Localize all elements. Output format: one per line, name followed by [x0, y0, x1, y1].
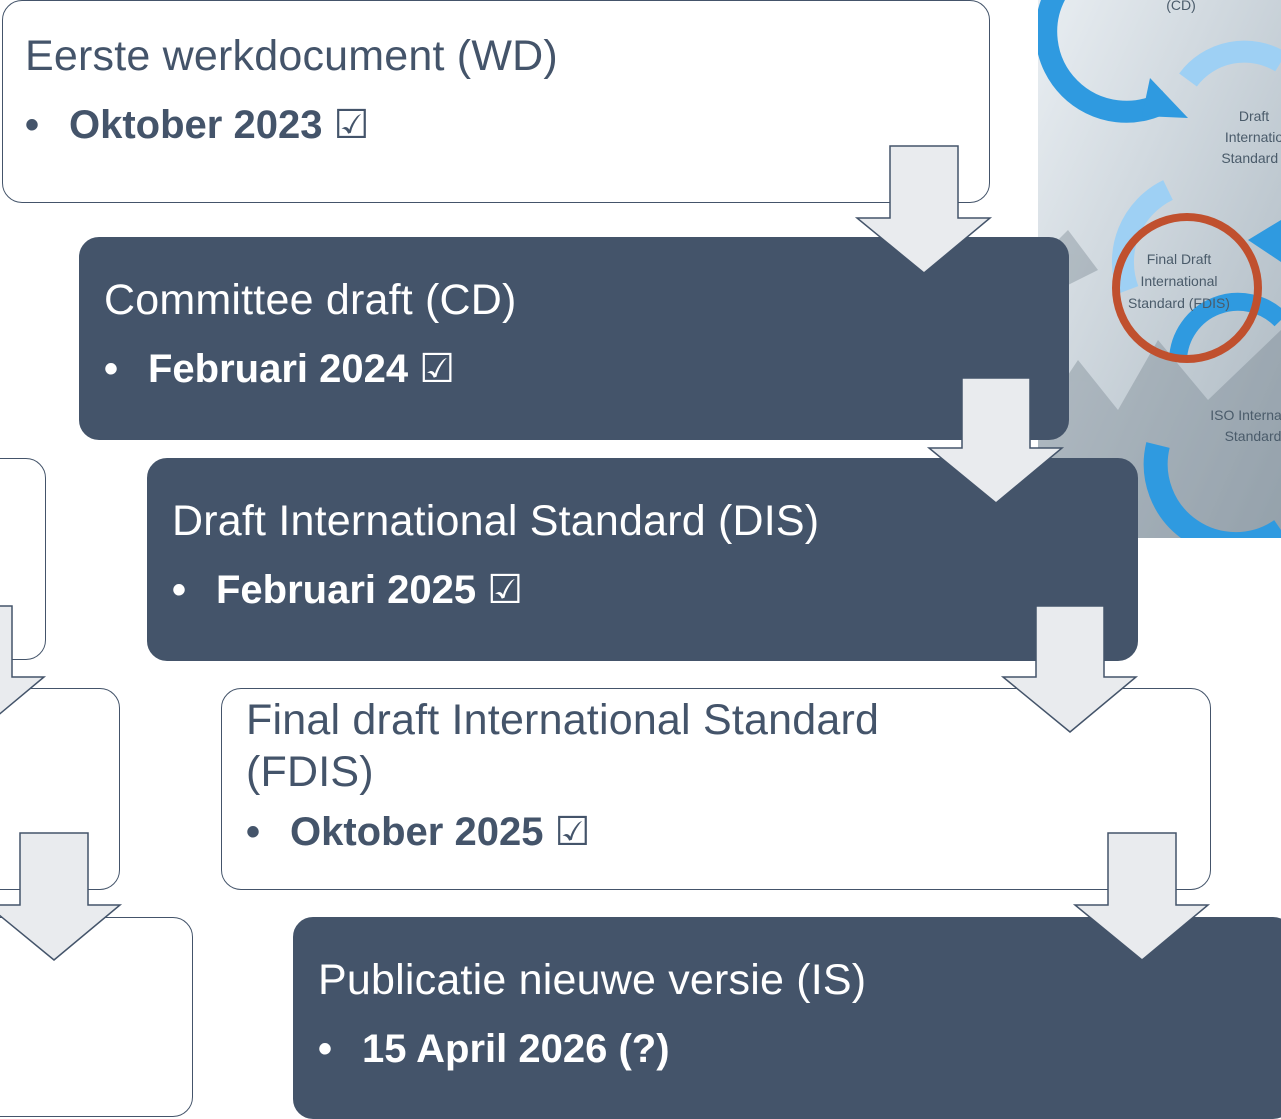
svg-text:Draft: Draft [1239, 108, 1269, 124]
step-is-date: •15 April 2026 (?) [318, 1026, 670, 1071]
svg-text:Internatio: Internatio [1225, 129, 1281, 145]
svg-text:ISO Internat: ISO Internat [1210, 407, 1281, 423]
step-dis-title: Draft International Standard (DIS) [172, 497, 820, 545]
down-arrow-4 [1072, 832, 1211, 961]
left-edge-box-3 [0, 917, 193, 1117]
step-cd-title: Committee draft (CD) [104, 276, 517, 324]
fdis-highlight-ring [1112, 213, 1262, 363]
step-wd: Eerste werkdocument (WD) •Oktober 2023 ☑ [2, 0, 990, 203]
step-dis: Draft International Standard (DIS) •Febr… [147, 458, 1138, 661]
step-is-title: Publicatie nieuwe versie (IS) [318, 956, 867, 1004]
svg-text:International: International [1140, 273, 1217, 289]
step-dis-date: •Februari 2025 ☑ [172, 567, 524, 612]
iso-cycle-photo: (CD) Draft Internatio Standard ( Final D… [1038, 0, 1281, 538]
step-fdis-date: •Oktober 2025 ☑ [246, 810, 591, 855]
step-fdis-title: Final draft International Standard (FDIS… [246, 696, 880, 796]
cycle-arrow-cd [1038, 0, 1174, 123]
step-wd-title: Eerste werkdocument (WD) [25, 32, 558, 80]
step-wd-date: •Oktober 2023 ☑ [25, 102, 370, 147]
step-fdis: Final draft International Standard (FDIS… [221, 688, 1211, 890]
svg-text:Standard (: Standard ( [1221, 150, 1281, 166]
down-arrow-left-2 [0, 832, 123, 961]
down-arrow-1 [854, 145, 993, 274]
cycle-arrow-fdis-right [1169, 292, 1281, 361]
step-cd-date: •Februari 2024 ☑ [104, 346, 456, 391]
svg-text:Standard: Standard [1225, 428, 1281, 444]
cycle-arrow-dis [1179, 40, 1281, 87]
cycle-arrow-is [1143, 442, 1281, 538]
svg-text:Final Draft: Final Draft [1147, 251, 1212, 267]
down-arrow-left-1 [0, 605, 47, 715]
svg-text:Standard (FDIS): Standard (FDIS) [1128, 295, 1230, 311]
step-cd: Committee draft (CD) •Februari 2024 ☑ [79, 237, 1069, 440]
photo-label-cd: (CD) [1166, 0, 1196, 13]
down-arrow-2 [926, 377, 1065, 504]
cycle-arrow-fdis-left [1111, 180, 1174, 294]
down-arrow-3 [1000, 605, 1139, 733]
